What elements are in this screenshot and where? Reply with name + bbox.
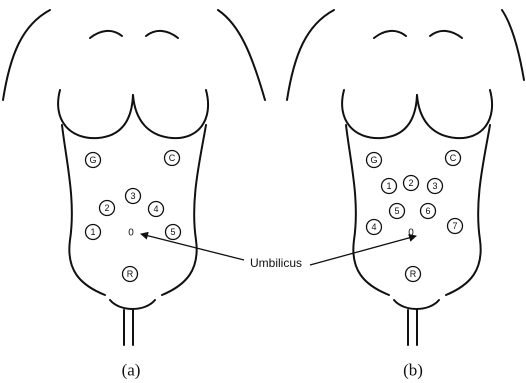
port-marker-label: 5 (394, 206, 399, 216)
port-marker-2-a: 2 (100, 201, 115, 216)
port-marker-label: C (450, 153, 457, 163)
umbilicus-mark-a: 0 (128, 228, 134, 239)
port-marker-r-a: R (123, 267, 138, 282)
port-marker-5-b: 5 (390, 204, 405, 219)
port-marker-g-a: G (86, 153, 101, 168)
caption-b: (b) (403, 361, 423, 380)
umbilicus-arrow-b (310, 236, 416, 265)
port-marker-6-b: 6 (421, 204, 436, 219)
port-marker-label: 2 (104, 203, 109, 213)
port-marker-label: 1 (90, 227, 95, 237)
port-marker-label: R (410, 269, 417, 279)
port-marker-g-b: G (367, 153, 382, 168)
port-marker-label: 7 (452, 221, 457, 231)
port-marker-4-b: 4 (367, 220, 382, 235)
port-marker-5-a: 5 (166, 225, 181, 240)
port-marker-3-b: 3 (428, 179, 443, 194)
umbilicus-arrow-a (141, 234, 244, 260)
torso-outline-a (3, 10, 265, 345)
port-marker-label: G (370, 155, 377, 165)
port-marker-label: G (89, 155, 96, 165)
port-marker-label: R (127, 269, 134, 279)
port-marker-1-b: 1 (382, 179, 397, 194)
port-marker-4-a: 4 (149, 202, 164, 217)
port-marker-label: 3 (130, 191, 135, 201)
port-marker-1-a: 1 (86, 225, 101, 240)
port-marker-label: 1 (386, 181, 391, 191)
port-marker-label: 6 (425, 206, 430, 216)
port-marker-2-b: 2 (404, 176, 419, 191)
caption-a: (a) (122, 361, 141, 380)
port-marker-label: 4 (153, 204, 158, 214)
port-marker-c-b: C (446, 151, 461, 166)
port-marker-label: 3 (432, 181, 437, 191)
port-marker-7-b: 7 (448, 219, 463, 234)
port-marker-c-a: C (165, 151, 180, 166)
port-marker-label: 2 (408, 178, 413, 188)
port-marker-label: 4 (371, 222, 376, 232)
port-marker-label: C (169, 153, 176, 163)
umbilicus-callout: Umbilicus (250, 256, 302, 270)
port-marker-r-b: R (406, 267, 421, 282)
port-marker-label: 5 (170, 227, 175, 237)
port-marker-3-a: 3 (126, 189, 141, 204)
